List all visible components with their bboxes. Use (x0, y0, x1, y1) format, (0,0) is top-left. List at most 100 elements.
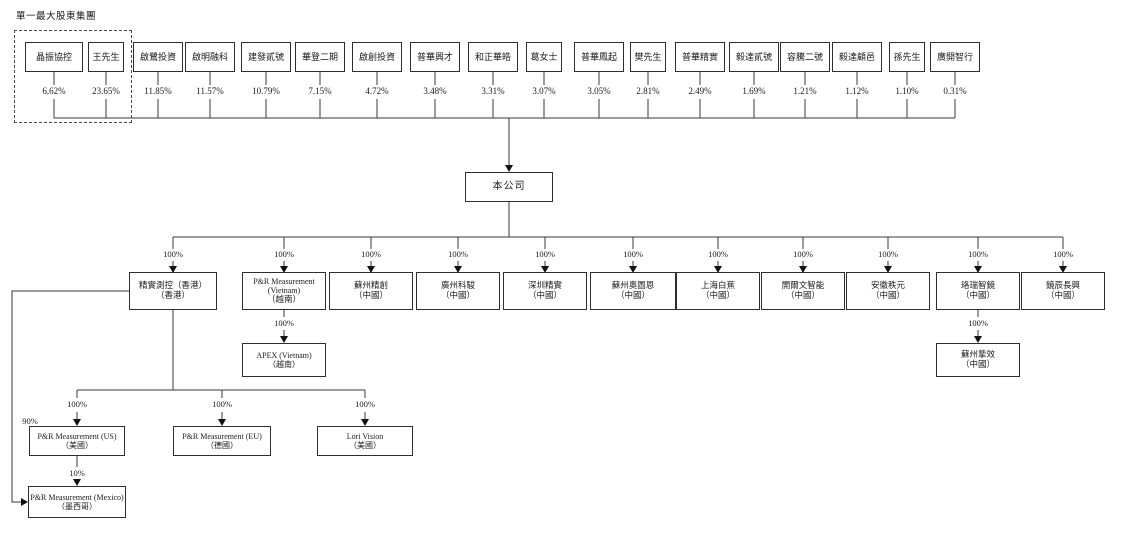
shareholder-pct: 10.79% (252, 86, 280, 96)
subsidiary-region: （中國） (527, 290, 562, 300)
shareholder-box: 啟鷺投資 (133, 42, 183, 72)
subsidiary-name: 蘇州奧圖恩 (611, 280, 655, 291)
ownership-pct: 100% (968, 318, 988, 328)
subsidiary-name: 鏡辰長興 (1045, 280, 1080, 291)
subsidiary-name-line2: (Vietnam) (267, 286, 301, 296)
shareholder-name: 普華興才 (416, 51, 453, 62)
subsidiary-name: APEX (Vietnam) (256, 350, 312, 360)
shareholder-name: 晶振協控 (35, 51, 72, 62)
shareholder-name: 啟鷺投資 (139, 51, 176, 62)
subsidiary-name: 深圳精實 (527, 280, 562, 291)
subsidiary-name: 蘇州精創 (353, 280, 388, 291)
shareholder-name: 王先生 (92, 51, 120, 62)
ownership-pct: 10% (69, 468, 85, 478)
company-name: 本公司 (492, 181, 526, 193)
shareholder-box: 啟明融科 (185, 42, 235, 72)
ownership-pct: 100% (448, 249, 468, 259)
subsidiary-name: P&R Measurement (EU) (182, 431, 262, 441)
shareholder-box: 普華精實 (675, 42, 725, 72)
shareholder-name: 啟明融科 (191, 51, 228, 62)
shareholder-pct: 11.57% (196, 86, 224, 96)
ownership-pct: 100% (1053, 249, 1073, 259)
subsidiary-box: 深圳精實 （中國） (503, 272, 587, 310)
subsidiary-box: APEX (Vietnam) （越南） (242, 343, 326, 377)
shareholder-box: 建發貳號 (241, 42, 291, 72)
subsidiary-box: 開爾文智能 （中國） (761, 272, 845, 310)
subsidiary-box: P&R Measurement (Mexico) （墨西哥） (28, 486, 126, 518)
subsidiary-box: P&R Measurement (Vietnam) （越南） (242, 272, 326, 310)
shareholder-name: 啟創投資 (358, 51, 395, 62)
subsidiary-box: 精實測控（香港） （香港） (129, 272, 217, 310)
shareholder-box: 樊先生 (630, 42, 666, 72)
subsidiary-region: （美國） (61, 441, 93, 450)
shareholder-name: 孫先生 (893, 51, 921, 62)
shareholder-pct: 3.48% (423, 86, 447, 96)
subsidiary-region: （越南） (266, 294, 301, 305)
subsidiary-region: （香港） (155, 290, 190, 300)
shareholder-name: 建發貳號 (247, 51, 284, 62)
subsidiary-box: 廣州科駿 （中國） (416, 272, 500, 310)
subsidiary-name: 廣州科駿 (440, 280, 475, 291)
subsidiary-box: 蘇州奧圖恩 （中國） (590, 272, 676, 310)
shareholder-name: 普華精實 (681, 51, 718, 62)
subsidiary-name: P&R Measurement (Mexico) (30, 492, 124, 502)
shareholder-name: 葛女士 (530, 51, 558, 62)
subsidiary-region: （中國） (440, 290, 475, 300)
shareholder-pct: 1.21% (793, 86, 817, 96)
ownership-pct: 100% (212, 399, 232, 409)
ownership-pct: 100% (67, 399, 87, 409)
shareholder-pct: 1.69% (742, 86, 766, 96)
group-label: 單一最大股東集團 (16, 12, 97, 22)
subsidiary-region: （中國） (785, 290, 820, 300)
shareholder-box: 毅達貳號 (729, 42, 779, 72)
subsidiary-region: （中國） (960, 290, 995, 300)
subsidiary-region: （墨西哥） (57, 502, 97, 511)
subsidiary-region: （中國） (870, 290, 905, 300)
shareholder-pct: 3.05% (587, 86, 611, 96)
shareholder-box: 啟創投資 (352, 42, 402, 72)
ownership-pct: 100% (355, 399, 375, 409)
shareholder-pct: 1.10% (895, 86, 919, 96)
company-box: 本公司 (465, 172, 553, 202)
ownership-pct: 100% (163, 249, 183, 259)
shareholder-name: 毅達貳號 (735, 51, 772, 62)
shareholder-box: 孫先生 (889, 42, 925, 72)
subsidiary-name: P&R Measurement (US) (37, 431, 117, 441)
subsidiary-region: （越南） (268, 360, 300, 369)
subsidiary-box: 蘇州摯效 （中國） (936, 343, 1020, 377)
shareholder-pct: 3.31% (481, 86, 505, 96)
subsidiary-region: （中國） (700, 290, 735, 300)
ownership-pct: 100% (274, 249, 294, 259)
subsidiary-box: 珞瑞智鏡 （中國） (936, 272, 1020, 310)
subsidiary-box: P&R Measurement (EU) （德國） (173, 426, 271, 456)
subsidiary-name: Lori Vision (346, 431, 384, 441)
subsidiary-region: （中國） (1045, 290, 1080, 300)
shareholder-box: 葛女士 (526, 42, 562, 72)
shareholder-pct: 0.31% (943, 86, 967, 96)
shareholder-box: 普華鳳起 (574, 42, 624, 72)
shareholder-pct: 7.15% (308, 86, 332, 96)
subsidiary-name: P&R Measurement (253, 276, 315, 286)
subsidiary-name: 蘇州摯效 (960, 349, 995, 360)
shareholder-pct: 4.72% (365, 86, 389, 96)
subsidiary-box: Lori Vision （美國） (317, 426, 413, 456)
shareholder-name: 容騰二號 (786, 51, 823, 62)
shareholder-box: 和正華皓 (468, 42, 518, 72)
shareholder-box: 晶振協控 (25, 42, 83, 72)
shareholder-pct: 11.85% (144, 86, 172, 96)
shareholder-pct: 2.49% (688, 86, 712, 96)
ownership-pct: 90% (22, 416, 38, 426)
subsidiary-region: （中國） (960, 359, 995, 369)
subsidiary-name: 上海白蕉 (700, 280, 735, 291)
shareholder-name: 普華鳳起 (580, 51, 617, 62)
shareholder-box: 容騰二號 (780, 42, 830, 72)
shareholder-pct: 23.65% (92, 86, 120, 96)
shareholder-name: 廣開智行 (936, 51, 973, 62)
shareholder-pct: 1.12% (845, 86, 869, 96)
shareholder-box: 普華興才 (410, 42, 460, 72)
subsidiary-box: P&R Measurement (US) （美國） (29, 426, 125, 456)
ownership-pct: 100% (274, 318, 294, 328)
subsidiary-name: 精實測控（香港） (138, 280, 207, 291)
subsidiary-box: 鏡辰長興 （中國） (1021, 272, 1105, 310)
